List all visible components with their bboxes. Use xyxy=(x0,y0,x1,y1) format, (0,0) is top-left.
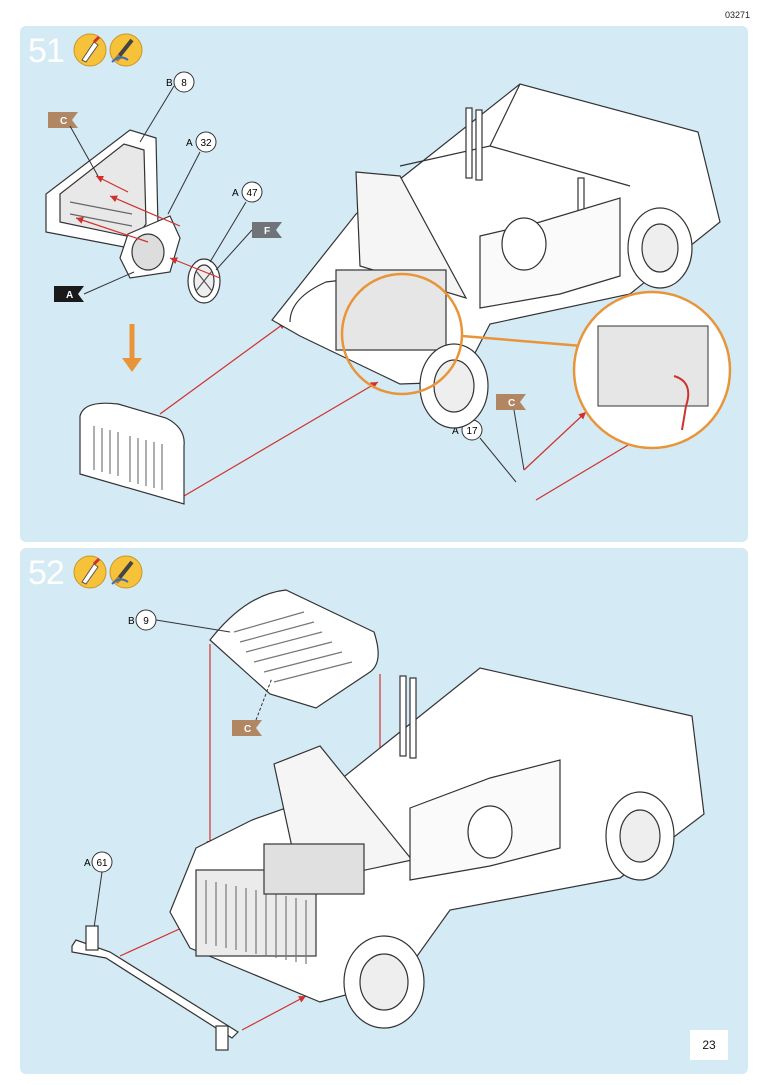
spare-wheel xyxy=(501,217,547,271)
fan-shroud xyxy=(119,215,181,279)
hood xyxy=(209,589,379,709)
radiator-grille xyxy=(79,402,185,505)
svg-text:9: 9 xyxy=(143,616,149,627)
svg-text:C: C xyxy=(60,116,67,127)
step-number: 52 xyxy=(28,554,65,592)
step-52-panel: 52 B 9 C xyxy=(20,548,748,1074)
instruction-code: 03271 xyxy=(724,10,750,20)
part-label-a47: A 47 xyxy=(209,181,263,263)
part-label-a61: A 61 xyxy=(84,851,113,929)
step-52-diagram: B 9 C A 61 xyxy=(71,555,705,1051)
svg-text:32: 32 xyxy=(200,138,212,149)
svg-text:8: 8 xyxy=(181,78,187,89)
svg-text:47: 47 xyxy=(246,188,258,199)
callout-line xyxy=(461,334,583,348)
glue-icon xyxy=(73,33,107,67)
spare-wheel xyxy=(467,805,513,859)
svg-text:C: C xyxy=(244,724,251,735)
color-flag-f: F xyxy=(215,222,282,271)
front-wheel xyxy=(343,935,425,1029)
part-label-a32: A 32 xyxy=(167,131,217,215)
front-bumper xyxy=(71,925,239,1051)
svg-text:A: A xyxy=(84,858,91,869)
svg-text:A: A xyxy=(66,290,73,301)
page-number: 23 xyxy=(690,1030,728,1060)
part-label-a17: A 17 xyxy=(452,419,517,483)
svg-text:F: F xyxy=(264,226,270,237)
step-51-diagram: B 8 A 32 A 47 A 17 C xyxy=(45,33,732,505)
front-wheel xyxy=(419,343,489,429)
svg-text:C: C xyxy=(508,398,515,409)
step-51-panel: 51 xyxy=(20,26,748,542)
part-label-b8: B 8 xyxy=(139,71,195,143)
vehicle-body xyxy=(169,667,705,1003)
vehicle-body xyxy=(271,83,721,385)
svg-text:A: A xyxy=(452,426,459,437)
callout-circle xyxy=(340,272,464,396)
callout-detail xyxy=(572,290,732,450)
paint-icon xyxy=(109,33,143,67)
fan xyxy=(187,258,221,304)
color-flag-a: A xyxy=(54,271,135,302)
rear-wheel xyxy=(627,207,693,289)
down-arrow-head xyxy=(122,358,142,372)
color-flag-c: C xyxy=(232,677,273,736)
step-number: 51 xyxy=(28,32,65,70)
radiator-frame xyxy=(45,129,159,251)
svg-text:17: 17 xyxy=(466,426,478,437)
svg-text:B: B xyxy=(166,78,173,89)
svg-text:A: A xyxy=(232,188,239,199)
rear-wheel xyxy=(605,791,675,881)
color-flag-c: C xyxy=(48,112,99,177)
part-label-b9: B 9 xyxy=(128,609,231,633)
svg-text:61: 61 xyxy=(96,858,108,869)
glue-icon xyxy=(73,555,107,589)
paint-icon xyxy=(109,555,143,589)
color-flag-c-2: C xyxy=(496,394,526,471)
svg-text:B: B xyxy=(128,616,135,627)
svg-text:A: A xyxy=(186,138,193,149)
